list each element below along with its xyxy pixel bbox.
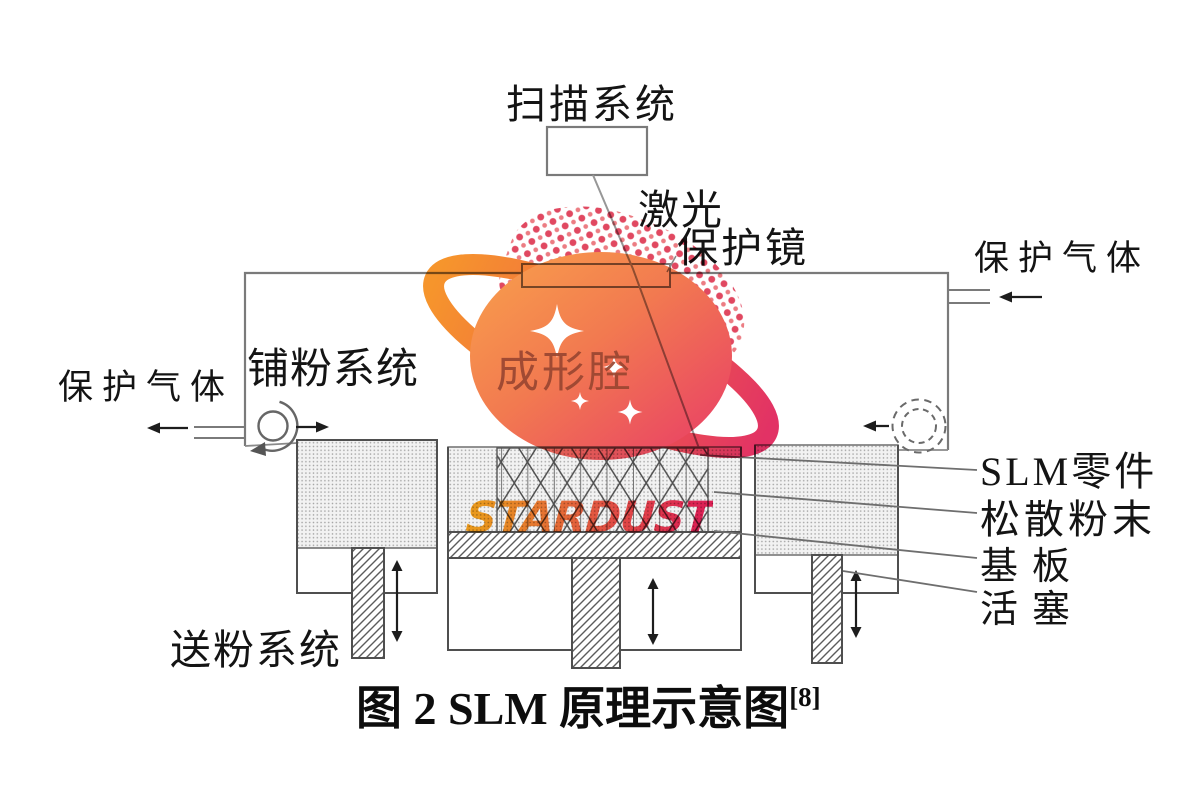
gas-inlet-right	[948, 289, 1042, 304]
label-powder-spread-system: 铺粉系统	[247, 347, 420, 393]
powder-overflow-container	[754, 444, 899, 664]
left-arrow-icon	[999, 291, 1012, 303]
left-arrow-icon	[863, 420, 876, 432]
leader-piston	[842, 570, 978, 593]
powder-feed-container	[296, 439, 438, 659]
feed-piston-rod	[351, 547, 385, 659]
right-arrow-icon	[316, 421, 329, 433]
build-platform-container	[447, 446, 742, 669]
caption-text: 图 2 SLM 原理示意图	[356, 683, 790, 734]
protective-lens-window	[521, 263, 671, 288]
rotation-arrow-icon	[250, 442, 266, 456]
label-shield-gas-left: 保护气体	[58, 368, 235, 407]
feed-powder-bed	[296, 439, 438, 549]
left-arrow-icon	[147, 422, 160, 434]
base-plate	[447, 531, 742, 559]
build-piston-rod	[571, 557, 621, 669]
label-loose-powder: 松散粉末	[980, 497, 1156, 542]
leader-loose-powder	[713, 491, 978, 514]
leader-base-plate	[713, 530, 978, 559]
spread-roller	[250, 400, 329, 456]
label-scan-system: 扫描系统	[506, 82, 678, 127]
caption-reference: [8]	[789, 682, 821, 712]
gas-outlet-left	[147, 422, 245, 439]
roller-dashed-position	[863, 398, 947, 454]
label-base-plate: 基板	[980, 546, 1085, 588]
up-down-arrow-icon	[647, 578, 659, 645]
figure-caption: 图 2 SLM 原理示意图[8]	[356, 684, 821, 732]
label-protective-lens: 保护镜	[677, 225, 809, 271]
label-piston: 活塞	[980, 589, 1085, 631]
scanner-box	[545, 125, 649, 177]
overflow-powder-bed	[754, 444, 899, 556]
up-down-arrow-icon	[391, 560, 403, 642]
slm-part-lattice	[496, 447, 709, 533]
label-slm-part: SLM零件	[980, 449, 1158, 494]
label-shield-gas-right: 保护气体	[974, 239, 1151, 278]
up-down-arrow-icon	[850, 570, 862, 638]
label-powder-feed-system: 送粉系统	[170, 627, 342, 673]
overflow-piston-rod	[811, 554, 843, 664]
